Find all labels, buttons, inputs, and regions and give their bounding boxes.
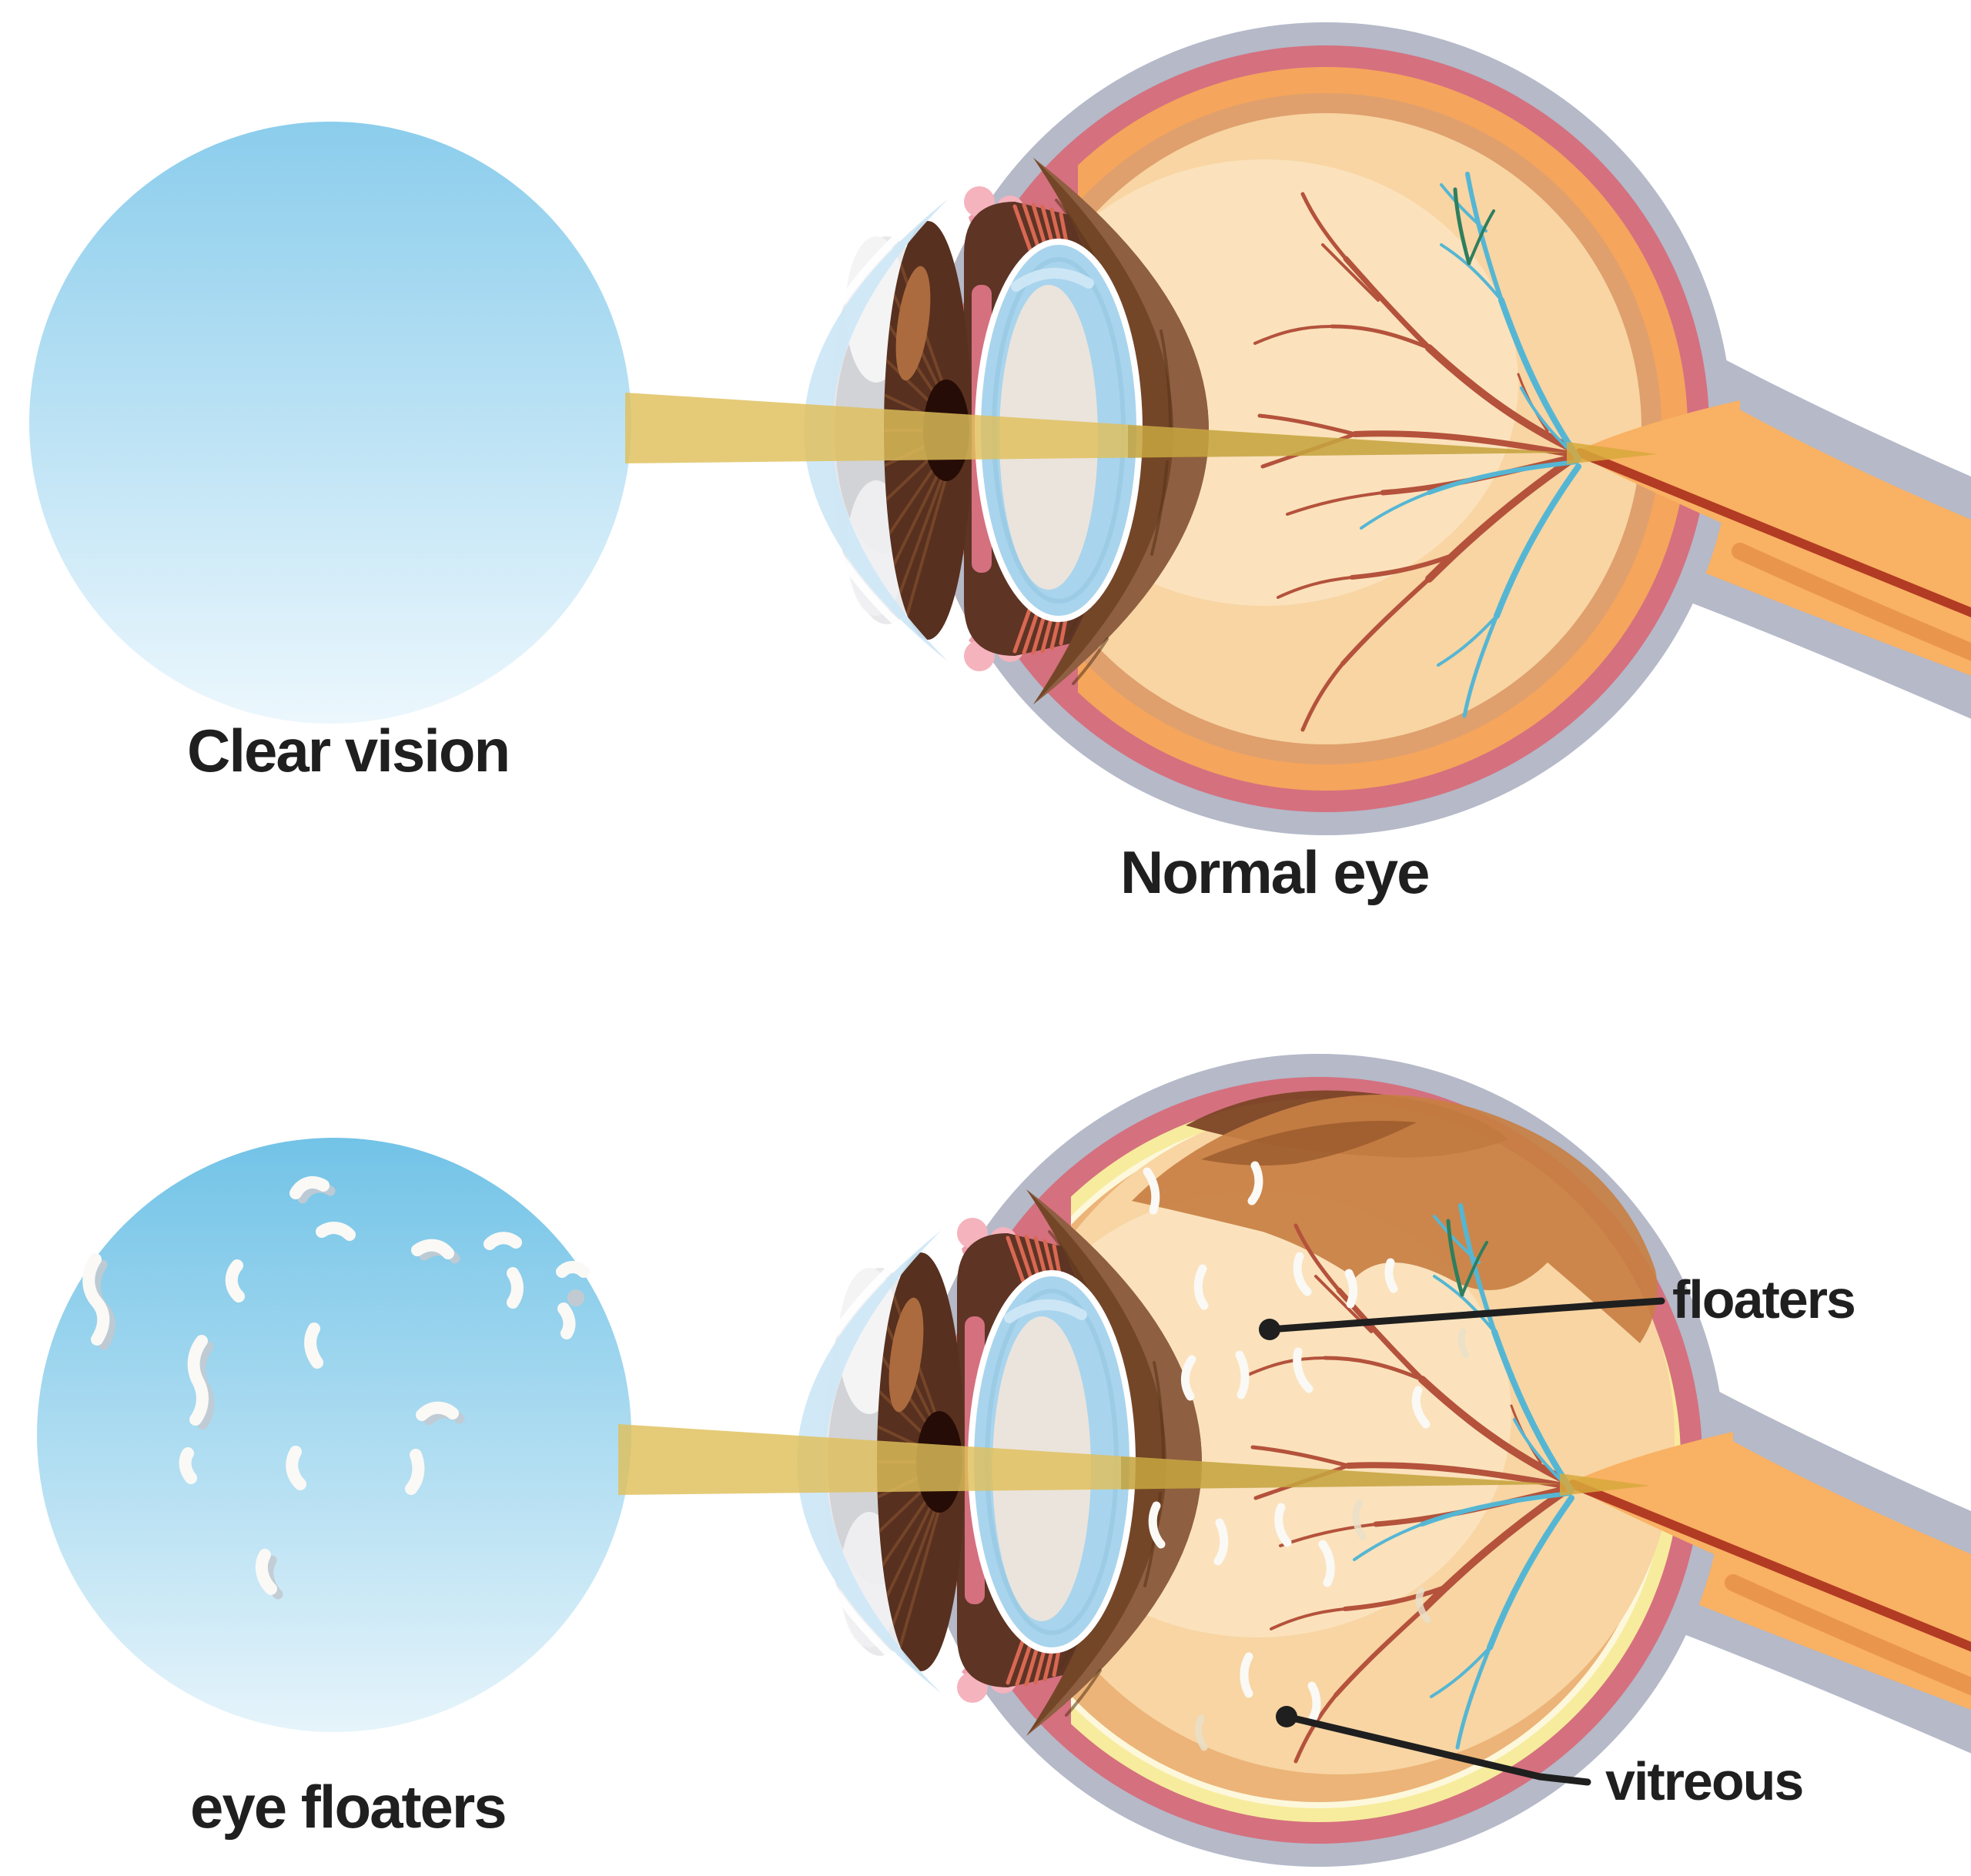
normal-eye-illustration <box>625 22 1971 835</box>
vitreous-detachment <box>1132 1090 1658 1343</box>
normal-eye-panel: Clear vision Normal eye <box>29 22 1971 906</box>
eye-floaters-label: eye floaters <box>190 1773 506 1841</box>
vitreous-label: vitreous <box>1605 1751 1802 1811</box>
vitreous-callout-dot <box>1276 1706 1297 1727</box>
eye-floaters-circle <box>37 1138 631 1732</box>
vitreous-callout: vitreous <box>1276 1706 1804 1811</box>
floaters-callout: floaters <box>1259 1269 1856 1340</box>
floaters-squiggles-eye <box>1143 1161 1470 1751</box>
floaters-label: floaters <box>1672 1269 1855 1329</box>
normal-eye-label: Normal eye <box>1120 838 1429 906</box>
floaters-squiggles-circle <box>82 1175 590 1600</box>
clear-vision-label: Clear vision <box>187 717 509 784</box>
floaters-callout-dot <box>1259 1319 1280 1340</box>
clear-vision-circle <box>29 122 631 724</box>
floaters-eye-illustration <box>618 1054 1971 1867</box>
eye-floaters-panel: floaters vitreous eye floaters <box>37 1054 1971 1867</box>
